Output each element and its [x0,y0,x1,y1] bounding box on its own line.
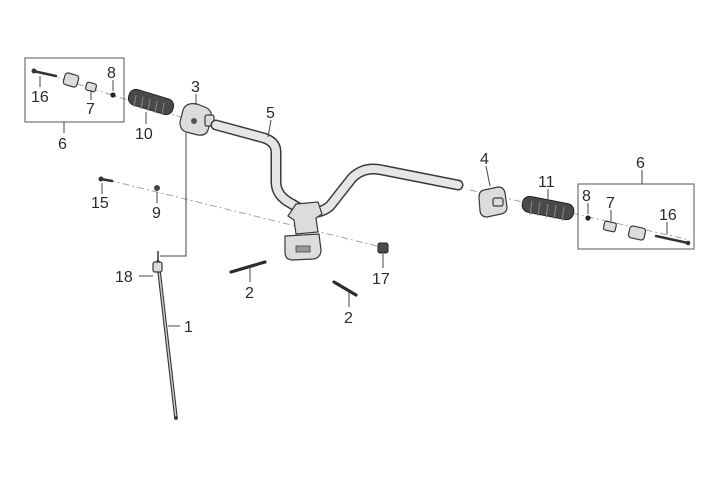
callout-4: 4 [480,151,489,168]
callout-8-left: 8 [107,65,116,82]
callout-8-right: 8 [582,188,591,205]
leader-5 [267,119,272,138]
callout-6-right: 6 [636,155,645,172]
callout-3: 3 [191,79,200,96]
right-spacer [602,220,617,233]
right-weight-kit-box [577,183,695,250]
callout-17: 17 [372,271,390,288]
left-switch-housing [179,103,215,136]
left-bar-end-weight [62,72,80,88]
leader-4 [485,165,491,187]
handlebar [210,119,464,218]
callout-5: 5 [266,105,275,122]
screw-15 [98,176,114,183]
callout-16-right: 16 [659,207,677,224]
callout-10: 10 [135,126,153,143]
right-small-washer [585,215,591,221]
left-small-washer [110,92,116,98]
left-spacer [84,81,98,93]
callout-9: 9 [152,205,161,222]
right-switch-housing [478,186,508,218]
right-bar-end-weight [627,225,647,241]
callout-6-left: 6 [58,136,67,153]
cable-fitting-18 [152,251,163,273]
bolt-2-right [332,280,358,297]
left-grip [127,88,175,116]
callout-2-left: 2 [245,285,254,302]
callout-18: 18 [115,269,133,286]
right-end-bolt [654,234,691,246]
nut-17 [377,242,389,254]
cable-to-housing-leader [160,133,187,257]
callout-7-left: 7 [86,101,95,118]
left-weight-kit-box [24,57,125,123]
callout-15: 15 [91,195,109,212]
callout-11: 11 [538,174,555,191]
handlebar-clamp-mount [284,201,323,261]
callout-1: 1 [184,319,193,336]
bolt-2-left [229,260,267,274]
left-end-bolt [31,68,58,78]
throttle-cable [156,260,178,420]
callout-2-right: 2 [344,310,353,327]
callout-16-left: 16 [31,89,49,106]
assembly-axis-main [107,179,386,249]
callout-7-right: 7 [606,195,615,212]
right-grip [521,195,575,222]
washer-9 [154,185,160,191]
